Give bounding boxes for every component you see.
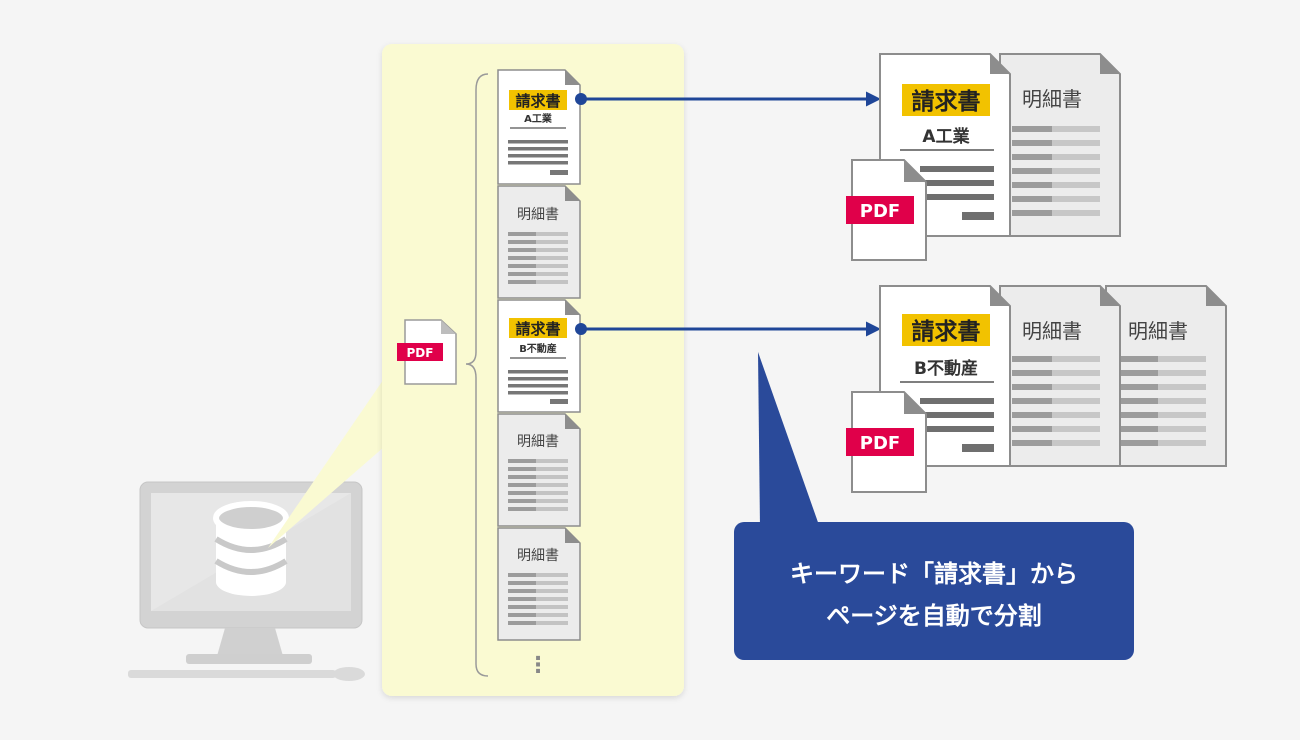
split-arrow-b [575,321,881,337]
output-document-a: 明細書 請求書 A工業 PDF [846,53,1121,261]
database-icon [213,501,289,596]
callout-line-1: キーワード「請求書」から [790,560,1078,588]
page-title: 請求書 [515,320,560,338]
more-pages-ellipsis: ⋮ [527,653,549,678]
split-arrow-a [575,91,881,107]
callout-line-2: ページを自動で分割 [826,602,1042,630]
output-pdf-file: PDF [846,159,927,261]
output-detail-page: 明細書 [999,53,1121,237]
page-title: 請求書 [515,92,560,110]
detail-title: 明細書 [1022,87,1082,111]
output-document-b: 明細書 明細書 請求書 B不動産 PDF [846,285,1227,493]
invoice-title: 請求書 [912,88,981,115]
page-title: 明細書 [517,207,559,223]
pdf-label: PDF [407,346,434,360]
page-detail: 明細書 [497,413,581,527]
pdf-badge [846,196,914,224]
invoice-title: 請求書 [912,318,981,345]
page-company: B不動産 [519,342,557,355]
page-company: A工業 [524,112,553,125]
page-group-brace [465,73,489,677]
pdf-badge [397,343,443,361]
output-detail-page: 明細書 [999,285,1121,467]
pdf-badge [846,428,914,456]
source-pdf-file: PDF [397,319,457,385]
page-title: 明細書 [517,548,559,564]
invoice-company: B不動産 [914,358,978,379]
output-detail-page: 明細書 [1105,285,1227,467]
page-title: 明細書 [517,434,559,450]
pdf-label: PDF [860,433,900,454]
detail-title: 明細書 [1128,319,1188,343]
page-detail: 明細書 [497,527,581,641]
page-stack: 請求書 A工業 明細書 請求書 B不動産 [497,69,581,678]
keyword-split-callout: キーワード「請求書」から ページを自動で分割 [734,352,1134,660]
page-invoice-a: 請求書 A工業 [497,69,581,185]
page-invoice-b: 請求書 B不動産 [497,299,581,413]
output-pdf-file: PDF [846,391,927,493]
detail-title: 明細書 [1022,319,1082,343]
pdf-label: PDF [860,201,900,222]
invoice-company: A工業 [922,126,969,147]
page-detail: 明細書 [497,185,581,299]
zoom-callout-wedge [268,370,392,548]
